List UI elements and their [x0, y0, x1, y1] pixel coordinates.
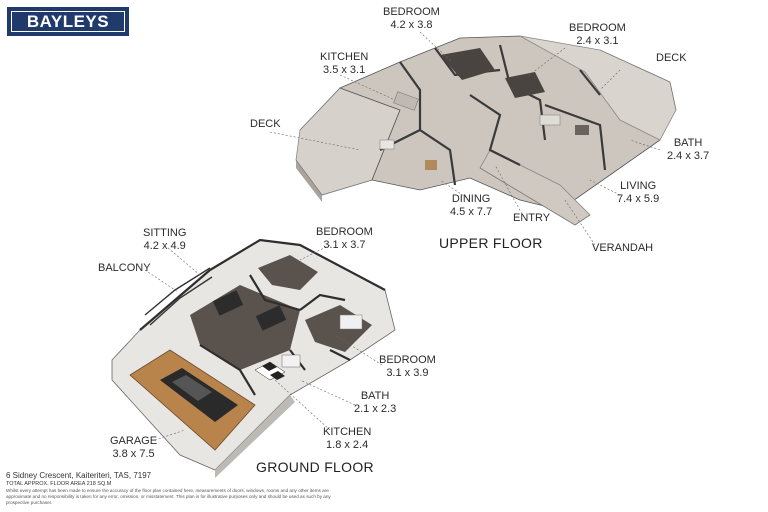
- room-name: ENTRY: [513, 212, 551, 224]
- disclaimer-text: Whilst every attempt has been made to en…: [6, 488, 331, 505]
- room-name: BEDROOM: [383, 6, 440, 18]
- room-name: VERANDAH: [592, 242, 654, 254]
- room-dims: 2.4 x 3.7: [667, 150, 710, 162]
- room-name: DECK: [250, 118, 281, 130]
- car-icon: [160, 368, 238, 422]
- ground-bedroom-floor-1: [258, 255, 318, 290]
- upper-floor-plan: [295, 35, 677, 226]
- room-dims: 2.1 x 2.3: [354, 403, 397, 415]
- label-upper-kitchen: KITCHEN 3.5 x 3.1: [320, 51, 368, 77]
- label-ground-bedroom-2: BEDROOM 3.1 x 3.9: [379, 354, 436, 380]
- bayleys-logo: BAYLEYS: [7, 7, 129, 36]
- room-dims: 3.8 x 7.5: [112, 448, 155, 460]
- label-ground-balcony: BALCONY: [98, 262, 151, 275]
- label-upper-dining: DINING 4.5 x 7.7: [450, 193, 492, 219]
- property-address: 6 Sidney Crescent, Kaiteriteri, TAS, 719…: [6, 471, 152, 480]
- upper-main-floor: [338, 35, 669, 211]
- leader-lines: [144, 31, 661, 441]
- label-upper-bedroom-1: BEDROOM 4.2 x 3.8: [383, 6, 440, 32]
- room-dims: 4.5 x 7.7: [450, 206, 493, 218]
- label-upper-living: LIVING 7.4 x 5.9: [617, 180, 659, 206]
- upper-bedroom-floor-1: [440, 48, 495, 80]
- room-name: BALCONY: [98, 262, 151, 274]
- room-dims: 3.5 x 3.1: [323, 64, 366, 76]
- room-name: BEDROOM: [316, 226, 373, 238]
- room-dims: 4.2 x 3.8: [390, 19, 433, 31]
- label-upper-entry: ENTRY: [513, 212, 550, 225]
- label-ground-kitchen: KITCHEN 1.8 x 2.4: [323, 426, 371, 452]
- label-upper-deck-left: DECK: [250, 118, 281, 131]
- room-dims: 7.4 x 5.9: [617, 193, 660, 205]
- label-ground-garage: GARAGE 3.8 x 7.5: [110, 435, 157, 461]
- room-dims: 3.1 x 3.7: [323, 239, 366, 251]
- total-floor-area: TOTAL APPROX. FLOOR AREA 218 SQ.M: [6, 481, 112, 487]
- room-dims: 2.4 x 3.1: [576, 35, 619, 47]
- ground-floor-title: GROUND FLOOR: [256, 459, 374, 475]
- room-name: KITCHEN: [323, 426, 372, 438]
- room-dims: 1.8 x 2.4: [326, 439, 369, 451]
- label-ground-sitting: SITTING 4.2 x 4.9: [143, 227, 186, 253]
- label-upper-bedroom-2: BEDROOM 2.4 x 3.1: [569, 22, 626, 48]
- ground-floor-plan: [111, 238, 396, 478]
- kitchen-checker-floor: [254, 361, 286, 381]
- room-name: GARAGE: [110, 435, 158, 447]
- room-name: SITTING: [143, 227, 187, 239]
- upper-floor-title: UPPER FLOOR: [439, 235, 543, 251]
- room-name: LIVING: [620, 180, 657, 192]
- room-name: KITCHEN: [320, 51, 369, 63]
- label-ground-bath: BATH 2.1 x 2.3: [354, 390, 396, 416]
- label-ground-bedroom-1: BEDROOM 3.1 x 3.7: [316, 226, 373, 252]
- upper-bedroom-floor-2: [505, 72, 545, 98]
- logo-text: BAYLEYS: [11, 11, 125, 32]
- label-upper-bath: BATH 2.4 x 3.7: [667, 137, 709, 163]
- room-dims: 4.2 x 4.9: [143, 240, 186, 252]
- room-dims: 3.1 x 3.9: [386, 367, 429, 379]
- room-name: BATH: [673, 137, 703, 149]
- room-name: BEDROOM: [379, 354, 436, 366]
- room-name: BEDROOM: [569, 22, 626, 34]
- label-upper-deck-right: DECK: [656, 52, 687, 65]
- label-upper-verandah: VERANDAH: [592, 242, 653, 255]
- room-name: DINING: [451, 193, 491, 205]
- room-name: DECK: [656, 52, 687, 64]
- room-name: BATH: [360, 390, 390, 402]
